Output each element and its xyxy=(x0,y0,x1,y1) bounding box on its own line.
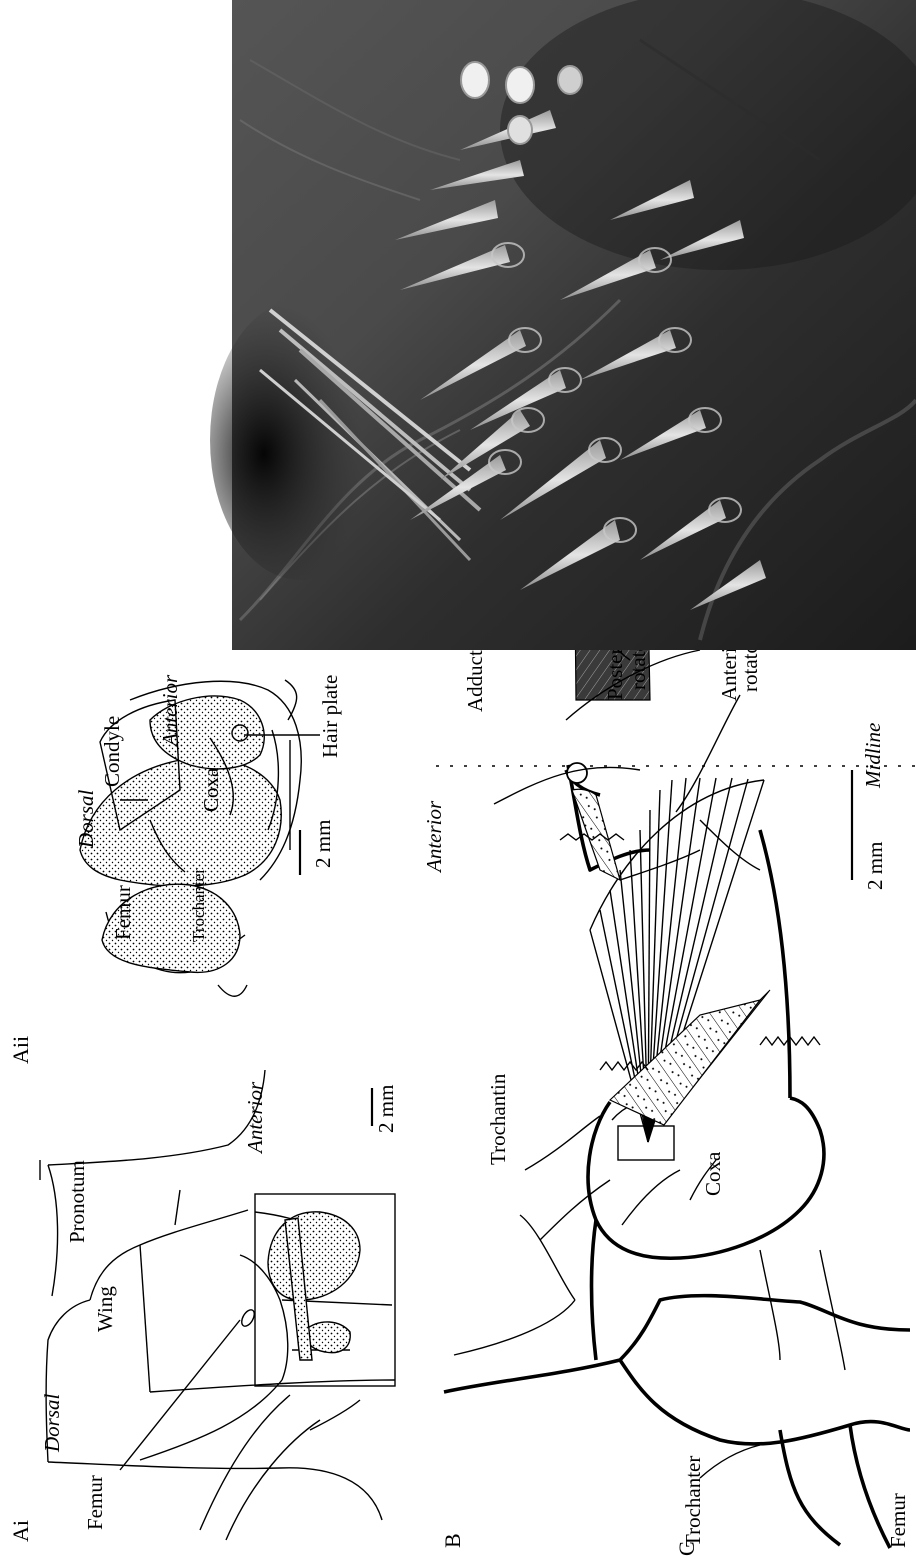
panel-c-sem-image xyxy=(50,0,916,650)
aii-scale-bar-label: 2 mm xyxy=(311,820,335,868)
panel-label-ai: Ai xyxy=(8,1520,33,1542)
aii-hair-plate-label: Hair plate xyxy=(318,675,342,758)
panel-label-aii: Aii xyxy=(8,1036,33,1064)
svg-text:Ai: Ai xyxy=(8,1520,33,1542)
aii-dorsal-label: Dorsal xyxy=(74,789,98,849)
svg-text:B: B xyxy=(440,1533,465,1548)
aii-coxa-label: Coxa xyxy=(199,767,223,812)
ai-femur-label: Femur xyxy=(83,1475,107,1530)
b-coxa-label: Coxa xyxy=(701,1151,725,1196)
panel-ai-drawing: Dorsal Wing Pronotum Anterior Femur 2 mm xyxy=(40,1070,398,1540)
aii-condyle-label: Condyle xyxy=(100,716,124,787)
panel-label-b: B xyxy=(440,1533,465,1548)
svg-text:Aii: Aii xyxy=(8,1036,33,1064)
aii-anterior-label: Anterior xyxy=(158,674,182,748)
ai-anterior-label: Anterior xyxy=(243,1081,267,1155)
b-femur-label: Femur xyxy=(886,1493,910,1548)
ai-pronotum-label: Pronotum xyxy=(65,1160,89,1243)
aii-trochanter-label: Trochanter xyxy=(189,868,208,942)
b-trochanter-label: Trochanter xyxy=(681,1456,705,1547)
b-trochantin-label: Trochantin xyxy=(486,1073,510,1165)
aii-femur-label: Femur xyxy=(111,885,135,940)
b-anterior-label: Anterior xyxy=(422,800,446,874)
ai-dorsal-label: Dorsal xyxy=(40,1393,64,1453)
panel-b-drawing: Anterior Trochantin Coxa Trochanter Femu… xyxy=(422,600,916,1548)
ai-scale-bar-label: 2 mm xyxy=(374,1085,398,1133)
ai-wing-label: Wing xyxy=(93,1286,117,1332)
b-scale-bar-label: 2 mm xyxy=(863,842,887,890)
panel-aii-drawing: Dorsal Anterior Condyle Coxa Femur Troch… xyxy=(74,674,342,996)
b-midline-label: Midline xyxy=(861,723,885,789)
